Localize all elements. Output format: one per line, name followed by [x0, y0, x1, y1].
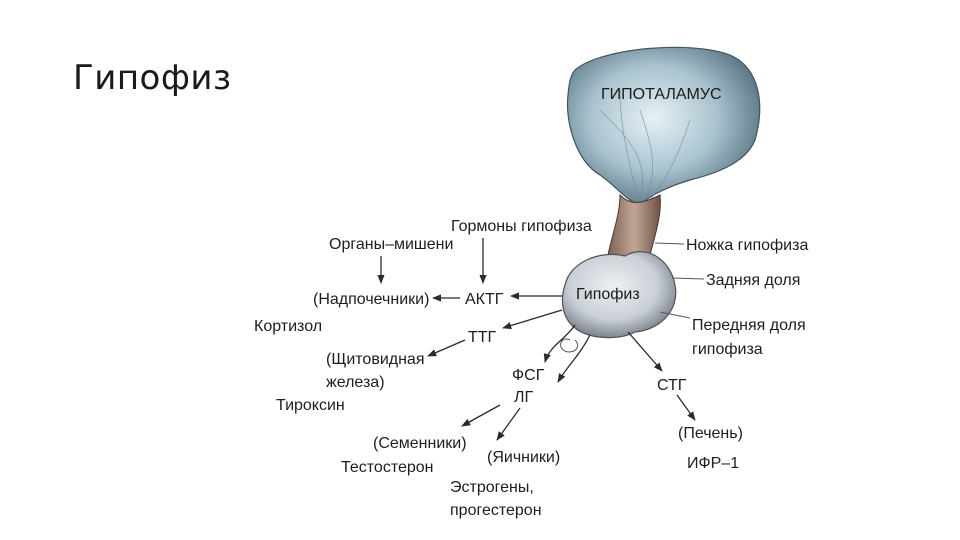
- stalk-label: Ножка гипофиза: [686, 237, 808, 254]
- arrow-stg-liver: [676, 394, 696, 421]
- arrow-to-stg: [627, 331, 663, 372]
- pituitary-gland-shape: [561, 251, 677, 339]
- pituitary-hormones-heading: Гормоны гипофиза: [451, 218, 592, 235]
- hormone-ttg: ТТГ: [468, 329, 497, 346]
- arrow-to-lg: [557, 334, 591, 383]
- target-liver: (Печень): [678, 425, 743, 442]
- product-testosterone: Тестостерон: [341, 459, 434, 476]
- hormone-lg: ЛГ: [514, 389, 534, 406]
- hormone-actg: АКТГ: [465, 291, 504, 308]
- product-igf: ИФР–1: [687, 455, 739, 472]
- product-estrogens-2: прогестерон: [450, 502, 542, 519]
- anterior-lobe-label-1: Передняя доля: [692, 317, 806, 334]
- posterior-lobe-label: Задняя доля: [706, 272, 800, 289]
- arrow-lg-testes: [461, 404, 501, 427]
- fsg-lg-loop: [560, 338, 579, 353]
- product-cortisol: Кортизол: [254, 318, 322, 335]
- arrow-lg-ovaries: [496, 407, 521, 441]
- anterior-leader: [659, 311, 691, 319]
- product-thyroxine: Тироксин: [276, 397, 345, 414]
- posterior-leader: [671, 277, 705, 280]
- hypothalamus-label: ГИПОТАЛАМУС: [601, 86, 722, 103]
- arrow-to-fsg: [543, 324, 576, 363]
- target-organs-heading: Органы–мишени: [329, 236, 453, 253]
- product-estrogens-1: Эстрогены,: [450, 479, 534, 496]
- arrow-to-ttg: [502, 309, 563, 330]
- pituitary-stalk-shape: [607, 193, 661, 261]
- target-ovaries: (Яичники): [487, 449, 560, 466]
- target-testes: (Семенники): [373, 435, 467, 452]
- arrow-ttg-thyroid: [427, 339, 466, 357]
- target-thyroid-2: железа): [326, 374, 385, 391]
- stalk-leader: [654, 242, 685, 245]
- target-adrenal: (Надпочечники): [313, 291, 429, 308]
- hormone-stg: СТГ: [657, 377, 687, 394]
- hormone-fsg: ФСГ: [512, 367, 545, 384]
- hypothalamus-shape: [566, 46, 761, 206]
- target-thyroid-1: (Щитовидная: [326, 351, 424, 368]
- pituitary-label: Гипофиз: [576, 286, 640, 303]
- slide-title: Гипофиз: [73, 58, 232, 98]
- anterior-lobe-label-2: гипофиза: [692, 341, 763, 358]
